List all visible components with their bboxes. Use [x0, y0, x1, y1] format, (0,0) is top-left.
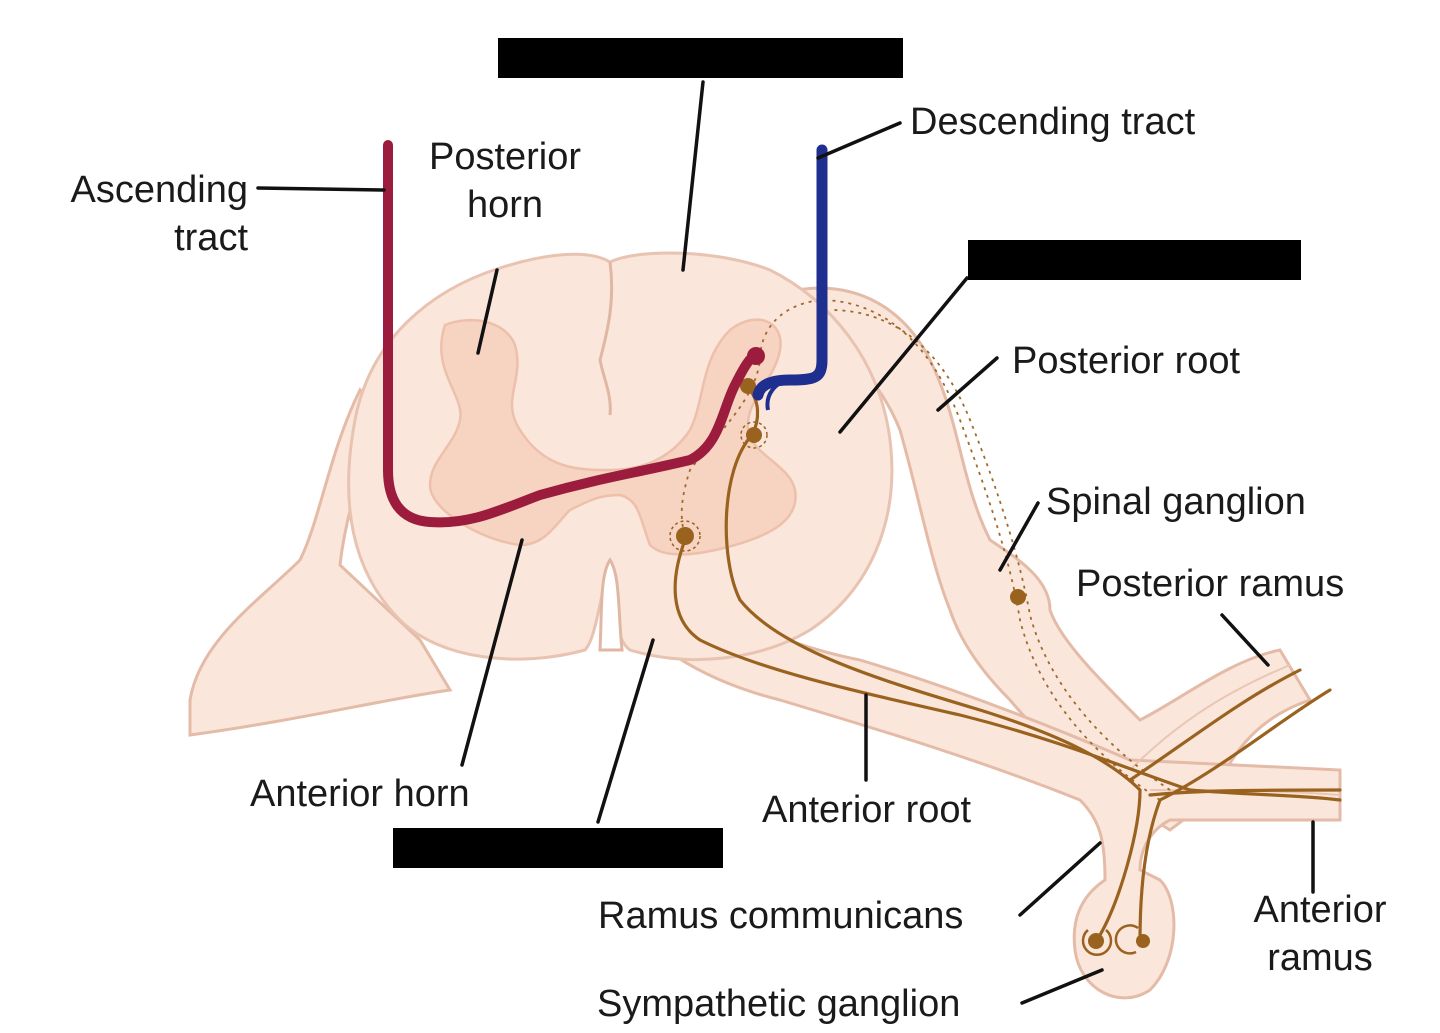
label-spinal-ganglion: Spinal ganglion [1046, 481, 1306, 523]
leader-right-redacted [838, 276, 969, 434]
ramus-inner-line [1129, 664, 1291, 771]
nerve-tissue [188, 286, 1342, 1000]
leader-ramus-communicans [1018, 841, 1102, 917]
lateral-horn-fiber [724, 433, 1142, 937]
anterior-median-fissure [598, 557, 624, 652]
leader-bottom-redacted [596, 638, 655, 824]
sympathetic-neuron-1 [1088, 933, 1104, 949]
leader-descending-tract [816, 121, 902, 160]
leader-sympathetic-ganglion [1020, 968, 1104, 1005]
spinal-cord-white-matter [347, 251, 894, 662]
neuron-fibers [673, 386, 1342, 942]
neuron-cell-bodies [669, 378, 1150, 956]
label-anterior-ramus-line2: ramus [1267, 937, 1373, 979]
redacted-label-right [968, 240, 1301, 280]
leader-top-redacted [681, 80, 705, 272]
anterior-horn-neuron [676, 527, 694, 545]
label-posterior-horn-line2: horn [467, 184, 543, 226]
descending-tract-branch [765, 378, 791, 411]
redacted-label-bottom [393, 828, 723, 868]
posterior-median-sulcus [598, 261, 614, 416]
postganglionic-fiber-2 [1148, 788, 1342, 797]
leader-posterior-horn [476, 268, 499, 355]
leader-spinal-ganglion [998, 501, 1040, 572]
lateral-horn-neuron [746, 427, 762, 443]
leader-anterior-horn [460, 538, 524, 767]
spinal-ganglion-neuron [1010, 589, 1026, 605]
gray-matter [428, 318, 797, 556]
label-anterior-horn: Anterior horn [250, 773, 470, 815]
sympathetic-neuron-2-ring [1114, 924, 1139, 955]
ascending-tract-fiber [383, 140, 760, 528]
label-ascending-tract-line2: tract [174, 217, 248, 259]
label-posterior-ramus: Posterior ramus [1076, 563, 1344, 605]
label-descending-tract: Descending tract [910, 101, 1196, 143]
label-ramus-communicans: Ramus communicans [598, 895, 963, 937]
sympathetic-neuron-2 [1136, 934, 1150, 948]
anterior-horn-neuron-ring [669, 520, 701, 552]
anterior-root-nerve [618, 557, 1342, 1000]
lateral-horn-neuron-ring [740, 421, 768, 449]
label-posterior-root: Posterior root [1012, 340, 1241, 382]
sympathetic-neuron-1-ring [1081, 929, 1113, 956]
label-ascending-tract-line1: Ascending [71, 169, 248, 211]
label-anterior-ramus-line1: Anterior [1253, 889, 1386, 931]
label-posterior-horn-line1: Posterior [429, 136, 581, 178]
leader-ascending-tract [256, 186, 386, 192]
anterior-horn-motor-fiber [673, 538, 1342, 802]
posterior-root-nerve [756, 286, 1313, 832]
interneuron [740, 378, 756, 394]
postganglionic-fiber [1138, 688, 1332, 942]
ramus-fiber [1128, 668, 1302, 782]
leader-posterior-root [936, 356, 999, 412]
leader-lines [256, 80, 1315, 1005]
ascending-tract-end [747, 347, 765, 365]
sensory-fiber-dotted [680, 299, 1161, 801]
redacted-label-top [498, 38, 903, 78]
label-sympathetic-ganglion: Sympathetic ganglion [597, 983, 960, 1025]
label-anterior-root: Anterior root [762, 789, 972, 831]
descending-tract-fiber [752, 144, 828, 401]
leader-posterior-ramus [1220, 613, 1270, 667]
